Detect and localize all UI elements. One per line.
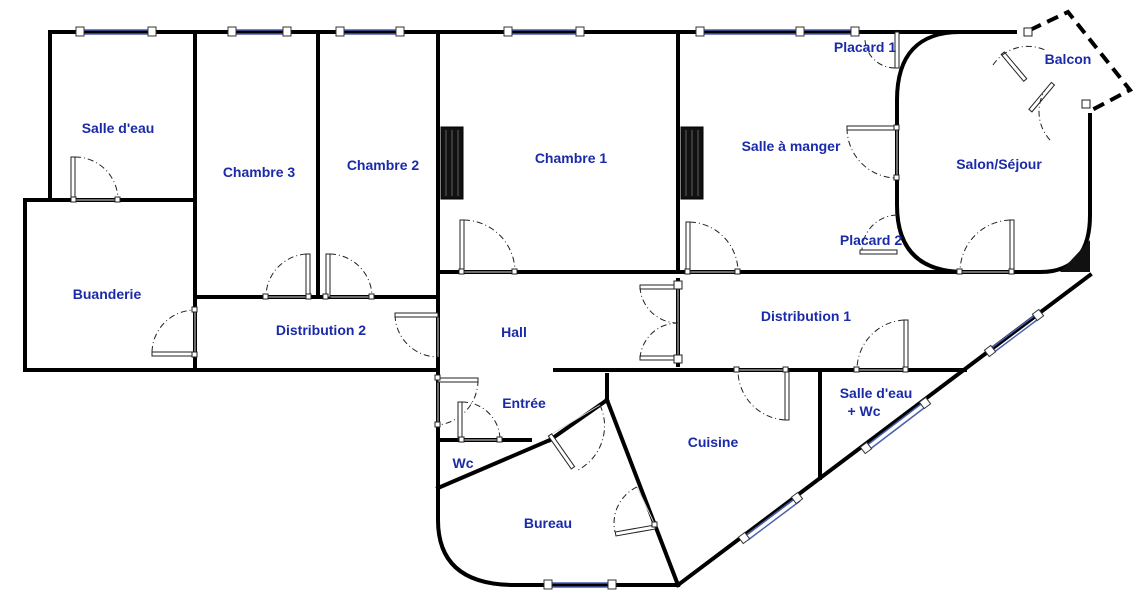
label-salle-a-manger: Salle à manger: [742, 138, 841, 154]
door-wc: [457, 401, 503, 443]
window-salle-eau-wc-diagonal: [859, 396, 932, 455]
window-bureau: [543, 579, 617, 590]
door-placard-2: [859, 214, 898, 255]
label-placard-1: Placard 1: [834, 39, 896, 55]
door-cuisine: [733, 366, 790, 421]
window-distribution-1-diagonal: [983, 308, 1045, 358]
label-salle-eau: Salle d'eau: [82, 120, 155, 136]
label-chambre-1: Chambre 1: [535, 150, 608, 166]
label-bureau: Bureau: [524, 515, 572, 531]
window-cuisine-diagonal: [737, 491, 804, 545]
label-salle-eau-wc-line2: + Wc: [847, 403, 880, 419]
window-salle-eau: [75, 26, 157, 37]
label-entree: Entrée: [502, 395, 546, 411]
door-balcon: [992, 27, 1091, 141]
label-salon-sejour: Salon/Séjour: [956, 156, 1042, 172]
window-salle-a-manger: [695, 26, 860, 37]
salon-walls: [895, 29, 1092, 274]
label-distribution-2: Distribution 2: [276, 322, 366, 338]
label-buanderie: Buanderie: [73, 286, 142, 302]
label-chambre-3: Chambre 3: [223, 164, 296, 180]
room-labels: Salle d'eau Chambre 3 Chambre 2 Chambre …: [73, 39, 1092, 531]
door-salle-eau-wc: [853, 319, 909, 373]
salon-corner-fill: [1060, 240, 1090, 272]
label-wc: Wc: [453, 455, 474, 471]
label-chambre-2: Chambre 2: [347, 157, 420, 173]
door-entree: [434, 374, 479, 428]
window-chambre-2: [335, 26, 405, 37]
door-placard-1: [864, 31, 900, 69]
outer-walls: [23, 30, 1093, 588]
door-chambre-2: [322, 253, 375, 300]
door-salle-a-manger: [684, 221, 741, 275]
door-bureau-cuisine: [613, 486, 658, 537]
label-placard-2: Placard 2: [840, 232, 902, 248]
window-chambre-1: [503, 26, 585, 37]
label-distribution-1: Distribution 1: [761, 308, 851, 324]
door-chambre-3: [262, 253, 312, 300]
door-salon-from-salle-a-manger: [846, 124, 900, 181]
windows: [75, 26, 1045, 590]
door-distribution-2: [394, 312, 439, 358]
window-chambre-3: [227, 26, 292, 37]
label-cuisine: Cuisine: [688, 434, 739, 450]
radiator-salle-a-manger: [680, 126, 704, 200]
door-bureau-entree: [547, 404, 606, 471]
label-balcon: Balcon: [1045, 51, 1092, 67]
door-distribution-1-left: [639, 280, 683, 364]
door-buanderie: [151, 306, 198, 358]
label-salle-eau-wc-line1: Salle d'eau: [840, 385, 913, 401]
radiator-chambre-1: [440, 126, 464, 200]
door-chambre-1: [458, 219, 518, 275]
balcony-outline: [1029, 9, 1134, 114]
label-hall: Hall: [501, 324, 527, 340]
radiators: [440, 126, 704, 200]
door-salle-eau: [70, 156, 121, 203]
doors: [70, 27, 1091, 537]
door-salon: [956, 219, 1015, 275]
